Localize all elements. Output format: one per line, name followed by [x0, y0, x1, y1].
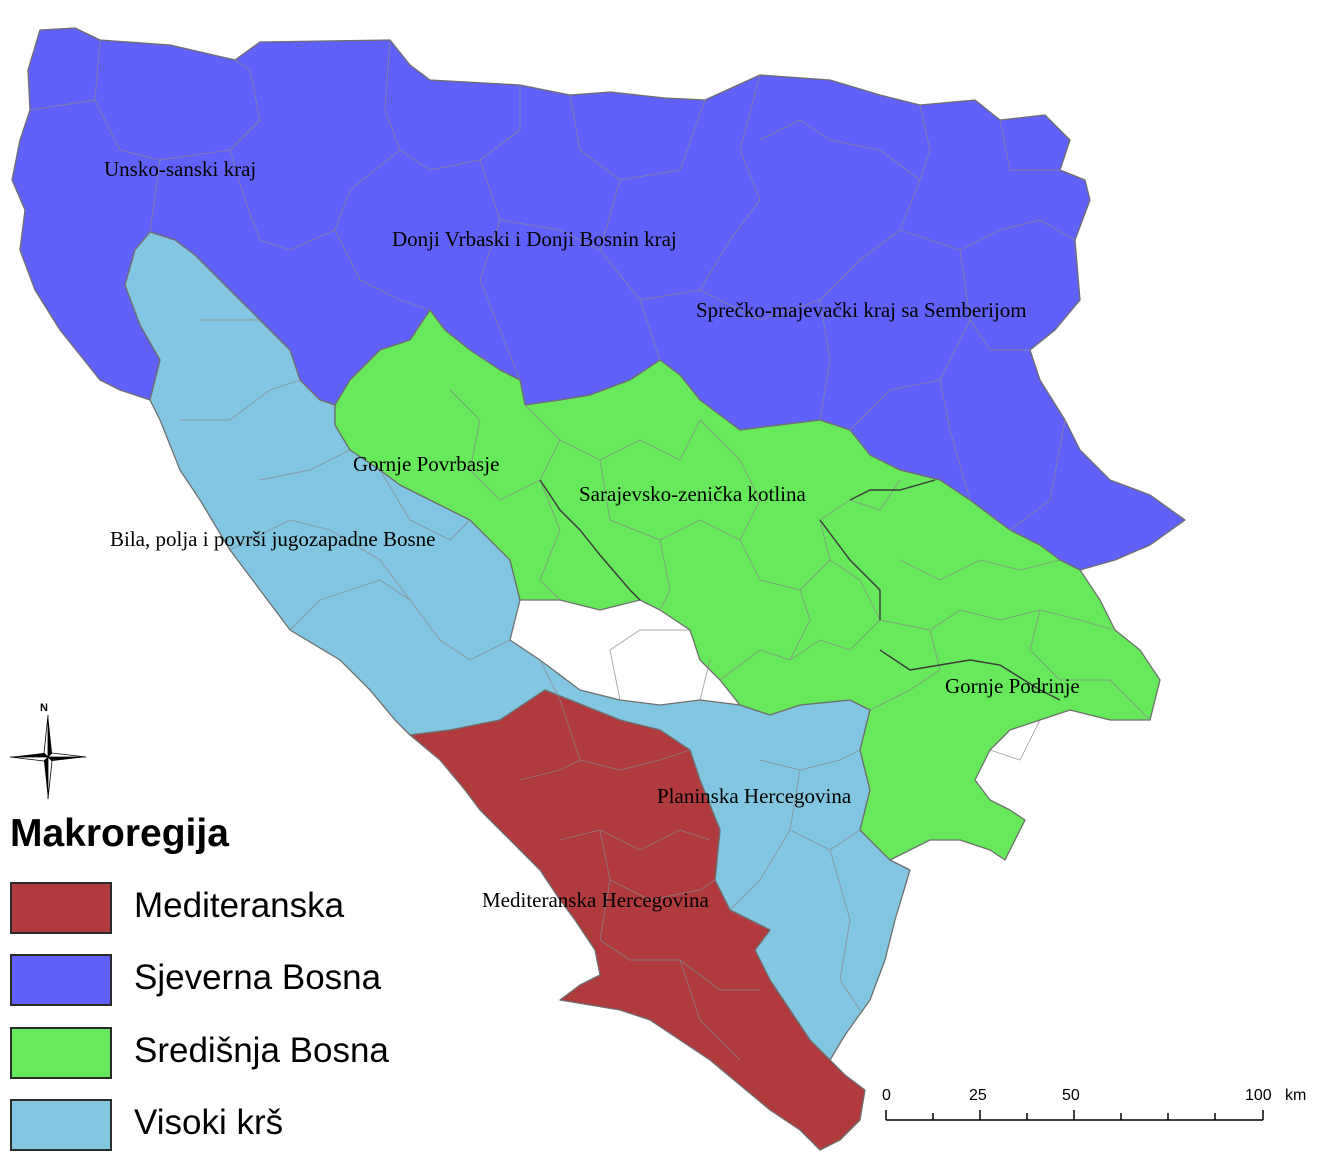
scale-tick-0: 0 [882, 1087, 891, 1104]
legend-label: Sjeverna Bosna [134, 958, 382, 997]
label-unsko-sanski-kraj: Unsko-sanski kraj [104, 157, 256, 181]
scale-unit: km [1285, 1087, 1306, 1104]
label-bila-polja: Bila, polja i površi jugozapadne Bosne [110, 527, 435, 551]
label-sprecko-majevacki: Sprečko-majevački kraj sa Semberijom [696, 298, 1027, 322]
scale-tick-25: 25 [969, 1087, 987, 1104]
legend-swatch [10, 882, 112, 934]
scale-tick-100: 100 [1245, 1087, 1272, 1104]
compass-rose-icon [9, 714, 87, 800]
region-sredisnja-bosna[interactable] [334, 309, 1161, 861]
legend-label: Mediteranska [134, 886, 345, 925]
legend-swatch [10, 1099, 112, 1151]
legend-label: Središnja Bosna [134, 1031, 389, 1070]
legend-swatch [10, 954, 112, 1006]
label-donji-vrbaski: Donji Vrbaski i Donji Bosnin kraj [392, 227, 677, 251]
legend-label: Visoki krš [134, 1103, 284, 1142]
region-mediteranska[interactable] [409, 689, 866, 1151]
label-mediteranska-hercegovina: Mediteranska Hercegovina [482, 888, 709, 912]
label-planinska-hercegovina: Planinska Hercegovina [657, 784, 852, 808]
legend-swatch [10, 1027, 112, 1079]
legend-title: Makroregija [10, 812, 229, 855]
label-gornje-podrinje: Gornje Podrinje [945, 674, 1080, 698]
label-gornje-povrbasje: Gornje Povrbasje [353, 452, 499, 476]
scale-bar: 0 25 50 100 km [882, 1087, 1306, 1121]
scale-tick-50: 50 [1062, 1087, 1080, 1104]
north-label: N [40, 702, 48, 714]
label-sarajevsko-zenicka: Sarajevsko-zenička kotlina [579, 482, 807, 506]
